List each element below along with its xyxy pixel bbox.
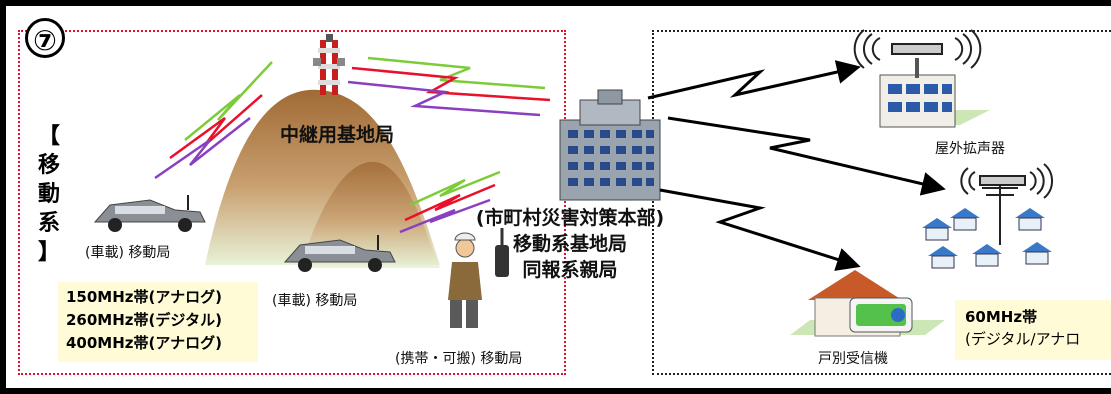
antenna-icon — [960, 163, 1054, 245]
diagram-number: ⑦ — [25, 18, 65, 58]
mobile-label-bracket-close: 】 — [37, 240, 60, 265]
school-building-icon — [879, 58, 990, 128]
portable-station-label: (携帯・可搬) 移動局 — [395, 351, 523, 367]
house-icon — [922, 208, 1052, 269]
outdoor-speaker-label: 屋外拡声器 — [935, 141, 1005, 157]
car-icon — [93, 195, 206, 232]
broadcast-system-area — [652, 30, 1111, 375]
relay-station-label: 中継用基地局 — [280, 124, 395, 146]
hq-label-line-2: 移動系基地局 — [512, 233, 627, 255]
band-60mhz: 60MHz帯 — [965, 308, 1038, 326]
office-building-icon — [559, 89, 661, 201]
band-150mhz: 150MHz帯(アナログ) — [66, 288, 222, 306]
radio-tower-icon — [313, 34, 345, 95]
mobile-label-char-1: 移 — [37, 153, 60, 178]
broadcast-band-box: 60MHz帯 (デジタル/アナロ — [955, 300, 1111, 360]
mobile-system-area — [18, 30, 566, 375]
hq-label: (市町村災害対策本部) 移動系基地局 同報系親局 — [470, 205, 670, 283]
mobile-label-char-3: 系 — [37, 211, 60, 236]
hq-label-line-3: 同報系親局 — [522, 259, 618, 281]
radio-link-left — [154, 61, 273, 180]
receiver-device-icon — [849, 297, 913, 333]
mobile-system-label: 【 移 動 系 】 — [36, 122, 62, 267]
radio-link-portable — [399, 170, 501, 234]
mobile-label-char-2: 動 — [37, 182, 60, 207]
radio-link-center — [347, 56, 551, 117]
band-60mhz-mode: (デジタル/アナロ — [965, 330, 1081, 348]
band-400mhz: 400MHz帯(アナログ) — [66, 334, 222, 352]
mobile-label-bracket-open: 【 — [37, 124, 60, 149]
home-receiver-label: 戸別受信機 — [818, 351, 888, 367]
mountain-icon — [205, 89, 440, 268]
hq-label-line-1: (市町村災害対策本部) — [475, 207, 665, 229]
radio-waves-icon — [853, 29, 982, 69]
vehicle-station-2-label: (車載) 移動局 — [272, 293, 358, 309]
mobile-band-box: 150MHz帯(アナログ) 260MHz帯(デジタル) 400MHz帯(アナログ… — [58, 282, 258, 362]
vehicle-station-1-label: (車載) 移動局 — [85, 245, 171, 261]
band-260mhz: 260MHz帯(デジタル) — [66, 311, 222, 329]
lightning-arrow-icon — [647, 60, 946, 271]
car-icon — [283, 235, 396, 272]
person-with-radio-icon — [448, 228, 509, 328]
